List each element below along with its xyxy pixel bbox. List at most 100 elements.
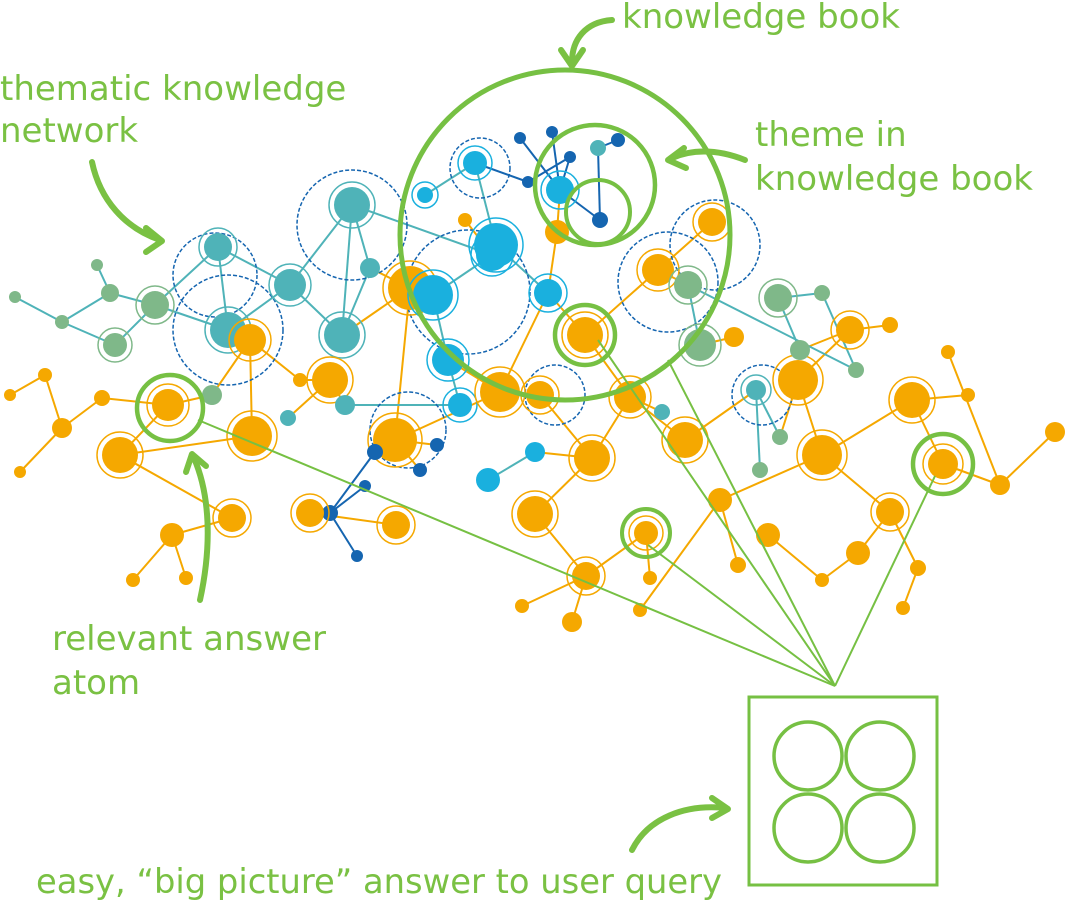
- answer-circle: [844, 792, 916, 864]
- network-node: [9, 291, 21, 303]
- callout-arrows: [89, 17, 748, 853]
- label-big-picture: easy, “big picture” answer to user query: [36, 862, 722, 900]
- network-node: [432, 344, 464, 376]
- network-node: [274, 269, 306, 301]
- network-node: [562, 612, 582, 632]
- network-node: [896, 601, 910, 615]
- network-edge: [999, 431, 1056, 486]
- network-node: [592, 212, 608, 228]
- answer-atom-circle: [134, 372, 206, 444]
- network-edge: [329, 512, 358, 557]
- network-node: [546, 126, 558, 138]
- arrow-big-picture-head: [709, 795, 731, 821]
- network-node: [674, 271, 702, 299]
- node-ring: [97, 327, 133, 363]
- projection-line: [667, 359, 836, 687]
- label-knowledge-book: knowledge book: [622, 0, 900, 37]
- network-node: [654, 404, 670, 420]
- network-edge: [14, 296, 63, 323]
- network-node: [280, 410, 296, 426]
- selected-ring-bottom: [620, 507, 672, 559]
- network-node: [476, 468, 500, 492]
- network-node: [293, 373, 307, 387]
- arrow-knowledge-book: [569, 17, 615, 65]
- node-ring: [198, 227, 238, 267]
- network-node: [790, 340, 810, 360]
- node-ring: [566, 556, 606, 596]
- network-node: [382, 511, 410, 539]
- network-node: [4, 389, 16, 401]
- network-node: [564, 151, 576, 163]
- network-node: [517, 496, 553, 532]
- node-ring: [457, 145, 493, 181]
- network-edge: [947, 351, 1001, 486]
- cluster-ring: [172, 274, 284, 386]
- node-ring: [411, 181, 439, 209]
- network-node: [990, 475, 1010, 495]
- cluster-ring: [369, 391, 447, 469]
- network-edge: [119, 454, 233, 519]
- network-edge: [19, 427, 63, 473]
- network-edge: [639, 499, 721, 611]
- network-node: [14, 466, 26, 478]
- selected-ring-right: [910, 431, 976, 497]
- network-node: [204, 233, 232, 261]
- network-node: [430, 438, 444, 452]
- cluster-ring: [172, 232, 258, 318]
- arrow-big-picture: [629, 804, 728, 853]
- network-node: [179, 571, 193, 585]
- node-ring: [668, 265, 708, 305]
- projection-line: [834, 475, 936, 687]
- network-node: [334, 187, 370, 223]
- network-node: [546, 176, 574, 204]
- answer-circle: [772, 792, 844, 864]
- network-node: [567, 317, 603, 353]
- theme-inner-circle: [564, 178, 632, 246]
- network-node: [103, 333, 127, 357]
- network-node: [463, 151, 487, 175]
- network-node: [698, 208, 726, 236]
- node-ring: [888, 376, 936, 424]
- answer-box: [747, 695, 939, 887]
- node-ring: [226, 410, 278, 462]
- arrow-answer-atom: [191, 455, 211, 603]
- network-node: [574, 440, 610, 476]
- network-node: [815, 573, 829, 587]
- node-ring: [922, 443, 964, 485]
- node-ring: [306, 356, 354, 404]
- network-node: [152, 389, 184, 421]
- arrow-answer-atom-head: [183, 451, 209, 475]
- node-ring: [540, 170, 580, 210]
- network-node: [846, 541, 870, 565]
- network-node: [52, 418, 72, 438]
- label-answer-atom-line1: relevant answer: [52, 619, 326, 659]
- network-node: [296, 499, 324, 527]
- knowledge-book-circle: [397, 67, 733, 403]
- network-node: [772, 429, 788, 445]
- network-node: [141, 291, 169, 319]
- node-ring: [96, 431, 144, 479]
- node-ring: [318, 311, 366, 359]
- network-node: [928, 449, 958, 479]
- network-node: [360, 258, 380, 278]
- network-edge: [61, 292, 111, 323]
- network-node: [218, 504, 246, 532]
- network-edge: [119, 435, 253, 456]
- network-node: [708, 488, 732, 512]
- network-node: [525, 442, 545, 462]
- network-node: [634, 521, 658, 545]
- network-node: [667, 422, 703, 458]
- network-node: [160, 523, 184, 547]
- network-node: [572, 562, 600, 590]
- network-node: [367, 444, 383, 460]
- label-thematic-network-line2: network: [0, 111, 138, 151]
- node-ring: [568, 434, 616, 482]
- node-ring: [328, 181, 376, 229]
- network-node: [836, 316, 864, 344]
- network-node: [910, 560, 926, 576]
- network-node: [322, 505, 338, 521]
- cluster-ring: [296, 169, 408, 281]
- node-ring: [474, 366, 526, 418]
- node-ring: [268, 263, 312, 307]
